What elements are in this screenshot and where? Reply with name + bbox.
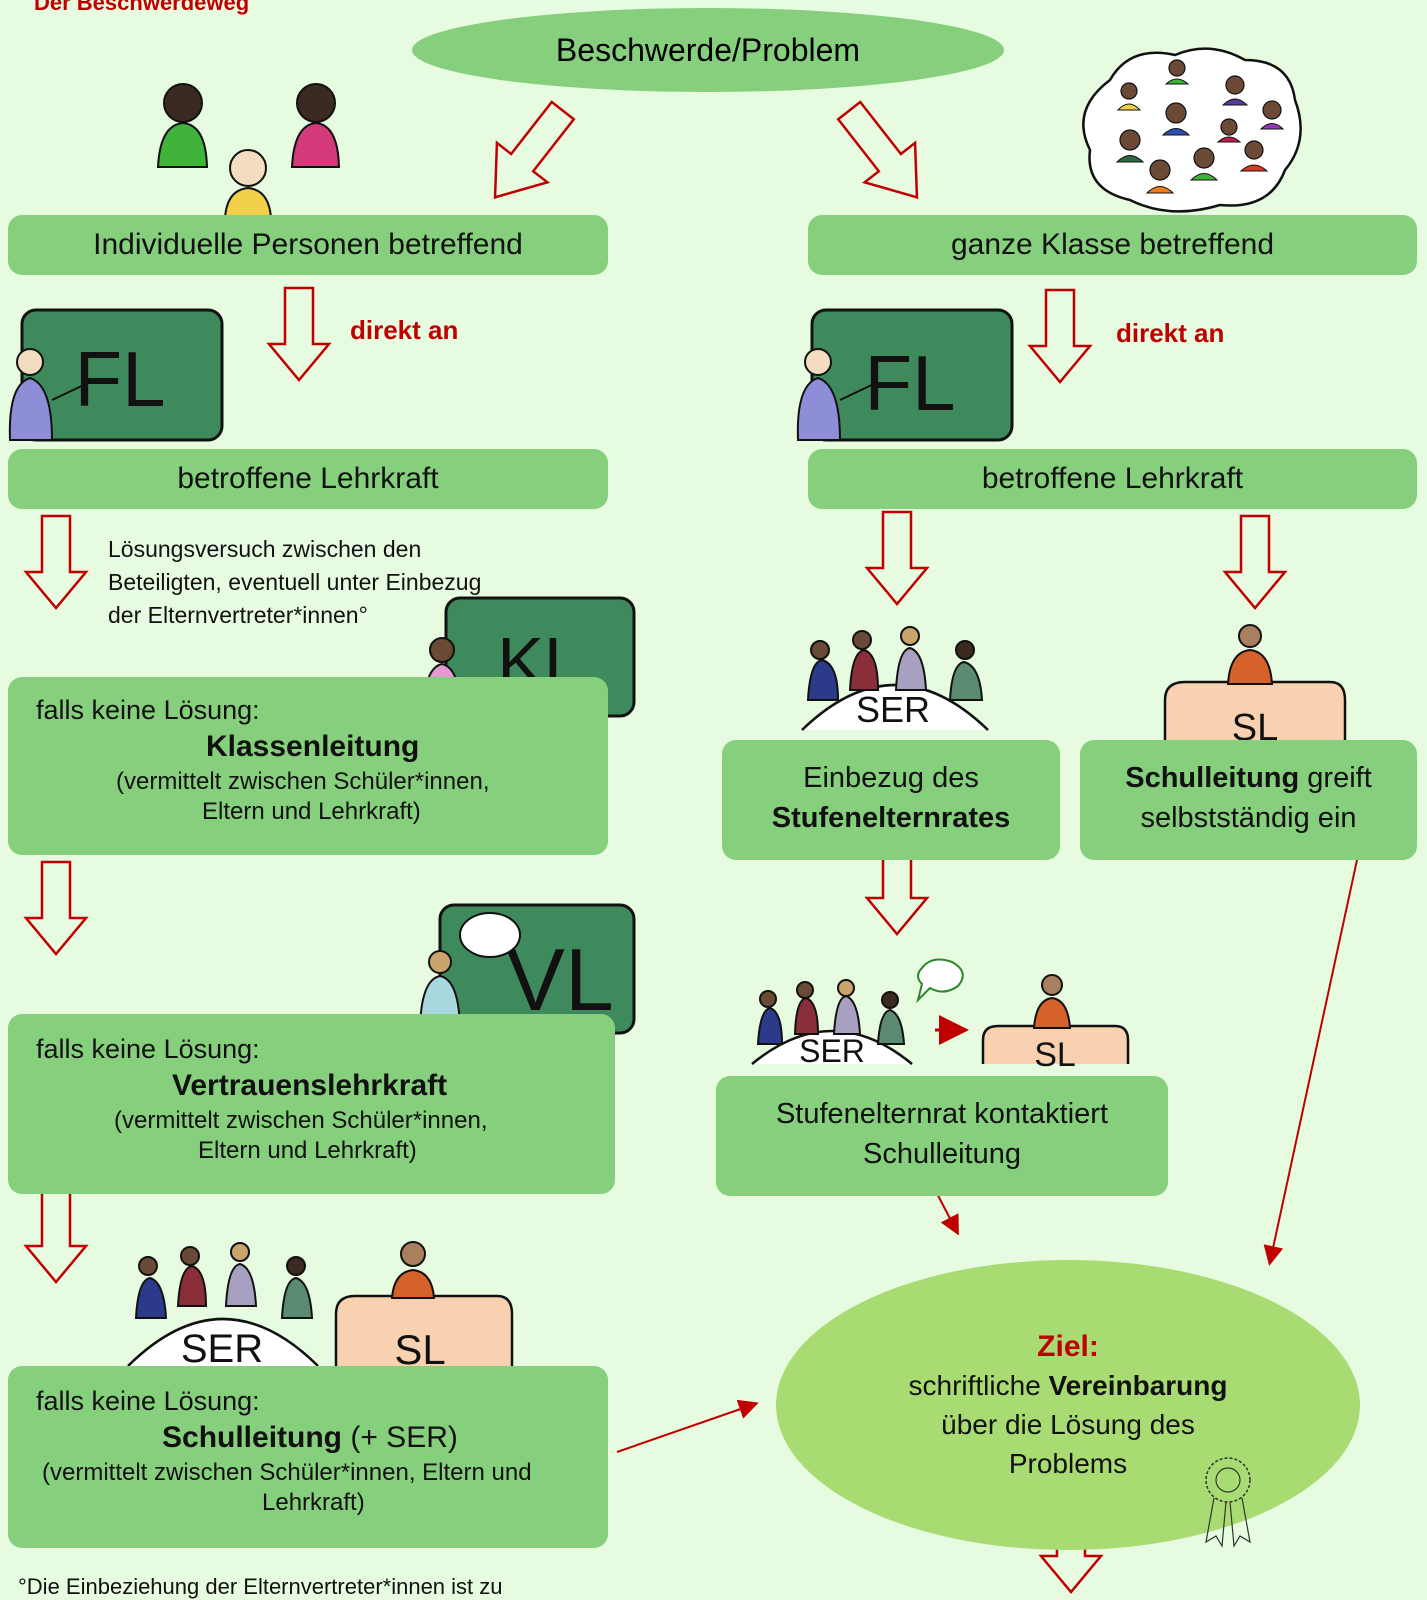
klassenleitung-box: falls keine Lösung: Klassenleitung (verm… xyxy=(8,677,608,855)
step-sub: (vermittelt zwischen Schüler*innen, xyxy=(116,768,490,795)
goal-line-bold: Vereinbarung xyxy=(1048,1370,1228,1401)
step-sub: Lehrkraft) xyxy=(262,1489,365,1516)
direkt-an-right: direkt an xyxy=(1116,318,1225,348)
arrow-sl-to-goal xyxy=(1263,859,1358,1266)
footnote: °Die Einbeziehung der Elternvertreter*in… xyxy=(18,1574,503,1599)
fl-board-right-icon: FL xyxy=(796,308,1014,442)
vertrauenslehrkraft-box: falls keine Lösung: Vertrauenslehrkraft … xyxy=(8,1014,615,1194)
note-line: der Elternvertreter*innen° xyxy=(108,602,368,628)
stufenelternrat-box: Einbezug des Stufenelternrates xyxy=(722,740,1060,860)
goal-line: Problems xyxy=(1008,1448,1128,1479)
goal-label: Ziel: xyxy=(1037,1330,1099,1363)
box-bold: Stufenelternrates xyxy=(771,802,1011,834)
goal-ellipse: Ziel: schriftliche Vereinbarung über die… xyxy=(776,1260,1360,1550)
vl-board-icon: VL xyxy=(418,903,636,1035)
ser-contact-icon: SER SL xyxy=(751,958,1130,1074)
sl-desk-right-icon: SL xyxy=(1163,624,1347,749)
step-title: Klassenleitung xyxy=(206,730,420,763)
arrow-right-2b xyxy=(1223,514,1287,610)
step-sub: Eltern und Lehrkraft) xyxy=(202,798,421,825)
box-label: ganze Klasse betreffend xyxy=(950,228,1274,261)
start-label: Beschwerde/Problem xyxy=(555,31,861,68)
arrow-left-1 xyxy=(267,286,331,382)
arrow-right-1 xyxy=(1028,288,1092,384)
box-line: Einbezug des xyxy=(803,762,979,794)
box-line: Schulleitung xyxy=(863,1138,1021,1170)
arrow-schulleitung-to-goal xyxy=(616,1399,759,1453)
ser-group-right-icon: SER xyxy=(801,626,989,731)
ser-sl-left-icon: SER SL xyxy=(127,1241,514,1373)
lehrkraft-left-box: betroffene Lehrkraft xyxy=(8,449,608,509)
note-line: Lösungsversuch zwischen den xyxy=(108,536,422,562)
ganze-klasse-box: ganze Klasse betreffend xyxy=(808,215,1417,275)
step-title-row: Schulleitung (+ SER) xyxy=(162,1421,608,1455)
ser-label: SER xyxy=(799,1033,865,1069)
goal-line-pre: schriftliche xyxy=(908,1370,1049,1401)
box-rest: greift xyxy=(1299,762,1372,794)
schulleitung-greift-box: Schulleitung greift selbstständig ein xyxy=(1080,740,1417,860)
box-line: Schulleitung greift xyxy=(1080,758,1417,798)
sl-label: SL xyxy=(394,1326,445,1373)
board-label: FL xyxy=(864,339,955,427)
start-ellipse: Beschwerde/Problem xyxy=(412,8,1004,92)
box-label: Individuelle Personen betreffend xyxy=(93,228,523,261)
loesungsversuch-note: Lösungsversuch zwischen den Beteiligten,… xyxy=(108,533,481,632)
goal-line: schriftliche Vereinbarung xyxy=(909,1366,1228,1405)
sl-label: SL xyxy=(1034,1036,1076,1074)
step-title-suffix: (+ SER) xyxy=(342,1421,458,1454)
page-title: Der Beschwerdeweg xyxy=(34,0,250,15)
individuelle-personen-box: Individuelle Personen betreffend xyxy=(8,215,608,275)
step-intro: falls keine Lösung: xyxy=(36,695,260,725)
note-line: Beteiligten, eventuell unter Einbezug xyxy=(108,569,482,595)
box-line: selbstständig ein xyxy=(1140,802,1357,834)
board-label: FL xyxy=(74,335,165,423)
step-title: Schulleitung xyxy=(162,1421,342,1454)
box-line: Stufenelternrat kontaktiert xyxy=(775,1098,1109,1130)
stufenelternrat-kontaktiert-box: Stufenelternrat kontaktiert Schulleitung xyxy=(716,1076,1168,1196)
box-bold: Schulleitung xyxy=(1125,762,1300,794)
arrow-left-3 xyxy=(24,860,88,956)
box-label: betroffene Lehrkraft xyxy=(981,462,1244,495)
arrow-left-4 xyxy=(24,1188,88,1284)
class-cloud-icon xyxy=(1082,47,1302,213)
people-group-icon xyxy=(156,83,341,219)
arrow-right-2a xyxy=(865,510,929,606)
direkt-an-left: direkt an xyxy=(350,315,459,345)
schulleitung-ser-box: falls keine Lösung: Schulleitung (+ SER)… xyxy=(8,1366,608,1548)
arrow-top-right xyxy=(836,100,919,199)
step-intro: falls keine Lösung: xyxy=(36,1034,260,1064)
box-label: betroffene Lehrkraft xyxy=(177,462,439,495)
step-title: Vertrauenslehrkraft xyxy=(172,1069,448,1102)
step-sub: (vermittelt zwischen Schüler*innen, Elte… xyxy=(42,1459,532,1486)
arrow-top-left xyxy=(493,100,576,199)
ser-label: SER xyxy=(856,689,930,730)
step-intro: falls keine Lösung: xyxy=(36,1386,260,1416)
step-sub: Eltern und Lehrkraft) xyxy=(198,1137,417,1164)
goal-line: über die Lösung des xyxy=(941,1409,1195,1440)
ser-label: SER xyxy=(181,1327,263,1371)
lehrkraft-right-box: betroffene Lehrkraft xyxy=(808,449,1417,509)
step-sub: (vermittelt zwischen Schüler*innen, xyxy=(114,1107,488,1134)
arrow-left-2 xyxy=(24,514,88,610)
board-label: VL xyxy=(506,930,614,1029)
fl-board-left-icon: FL xyxy=(8,308,224,442)
